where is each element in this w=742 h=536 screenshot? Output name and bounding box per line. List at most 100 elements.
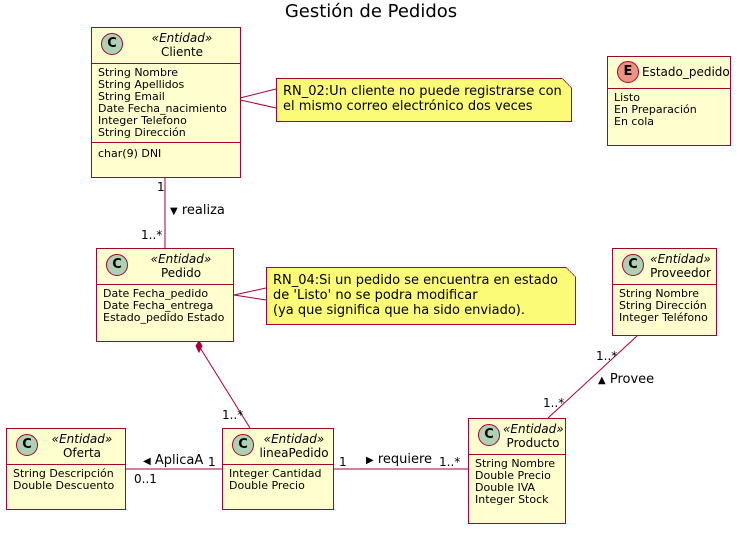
enum-name: Estado_pedido	[642, 65, 730, 79]
attribute-list: Date Fecha_pedido Date Fecha_entrega Est…	[97, 285, 233, 327]
class-proveedor-header: C «Entidad» Proveedor	[613, 249, 716, 285]
class-icon: C	[232, 434, 254, 456]
class-icon: C	[101, 33, 123, 55]
relation-name: requiere	[377, 452, 433, 467]
attribute-list: String Nombre String Dirección Integer T…	[613, 285, 716, 327]
method: char(9) DNI	[98, 147, 162, 160]
stereotype: «Entidad»	[263, 432, 325, 446]
note-rn02-connector	[235, 88, 277, 109]
enum-icon: E	[617, 61, 639, 83]
multiplicity-label: 1	[339, 455, 347, 469]
class-lineapedido-header: C «Entidad» lineaPedido	[223, 429, 333, 465]
enum-value: Listo	[614, 91, 640, 104]
multiplicity-label: 1..*	[439, 455, 461, 469]
relation-name: Provee	[609, 372, 655, 387]
stereotype: «Entidad»	[650, 252, 711, 266]
class-icon: C	[16, 434, 38, 456]
attribute: Integer Stock	[475, 493, 549, 506]
attribute-list: String Nombre Double Precio Double IVA I…	[469, 455, 565, 509]
attribute: Double Precio	[475, 469, 551, 482]
direction-arrow-icon: ▲	[598, 375, 606, 386]
attribute: Estado_pedido Estado	[103, 311, 225, 324]
attribute: Integer Teléfono	[619, 311, 708, 324]
relation-provee-label: ▲ Provee	[598, 372, 654, 387]
relation-name: AplicaA	[154, 453, 204, 468]
class-name: Proveedor	[650, 266, 711, 280]
edge-pedido-lineapedido	[198, 345, 251, 429]
attribute: String Apellidos	[98, 78, 185, 91]
stereotype: «Entidad»	[151, 31, 213, 45]
stereotype: «Entidad»	[503, 422, 564, 436]
attribute: Double Descuento	[13, 479, 115, 492]
direction-arrow-icon: ▼	[170, 206, 178, 217]
enum-value: En cola	[614, 115, 654, 128]
method-list: char(9) DNI	[92, 142, 240, 163]
relation-realiza-label: ▼ realiza	[170, 203, 225, 218]
class-icon: C	[622, 254, 644, 276]
multiplicity-label: 1..*	[543, 396, 565, 410]
stereotype: «Entidad»	[51, 432, 113, 446]
relation-requiere-label: ▶ requiere	[366, 452, 432, 467]
enum-estado-pedido-header: E Estado_pedido	[608, 57, 730, 89]
attribute: Integer Telefono	[98, 114, 187, 127]
note-line: RN_04:Si un pedido se encuentra en estad…	[273, 273, 558, 288]
attribute: String Nombre	[475, 457, 556, 470]
attribute: Date Fecha_nacimiento	[98, 102, 227, 115]
direction-arrow-icon: ◀	[143, 456, 151, 467]
class-producto-header: C «Entidad» Producto	[469, 419, 565, 455]
diagram-title: Gestión de Pedidos	[284, 1, 458, 22]
attribute: String Email	[98, 90, 165, 103]
class-name: Producto	[506, 436, 560, 450]
attribute: String Descripción	[13, 467, 114, 480]
multiplicity-label: 1..*	[141, 228, 163, 242]
class-name: Pedido	[160, 266, 202, 280]
class-name: Oferta	[62, 446, 102, 460]
class-cliente[interactable]: C «Entidad» Cliente String Nombre String…	[91, 27, 241, 178]
stereotype: «Entidad»	[150, 252, 212, 266]
enum-values: Listo En Preparación En cola	[608, 89, 730, 131]
attribute: String Nombre	[619, 287, 700, 300]
direction-arrow-icon: ▶	[366, 455, 374, 466]
attribute: String Dirección	[619, 299, 707, 312]
note-line: RN_02:Un cliente no puede registrarse co…	[283, 84, 562, 99]
multiplicity-label: 1..*	[596, 349, 618, 363]
attribute: Integer Cantidad	[229, 467, 322, 480]
attribute: String Dirección	[98, 126, 186, 139]
class-icon: C	[478, 424, 500, 446]
multiplicity-label: 0..1	[134, 472, 157, 486]
attribute: Double IVA	[475, 481, 536, 494]
attribute: Double Precio	[229, 479, 305, 492]
note-rn02[interactable]: RN_02:Un cliente no puede registrarse co…	[276, 78, 572, 122]
class-lineapedido[interactable]: C «Entidad» lineaPedido Integer Cantidad…	[222, 428, 334, 510]
class-oferta[interactable]: C «Entidad» Oferta String Descripción Do…	[6, 428, 126, 510]
class-pedido-header: C «Entidad» Pedido	[97, 249, 233, 285]
class-icon: C	[106, 254, 128, 276]
attribute: Date Fecha_pedido	[103, 287, 209, 300]
class-name: lineaPedido	[259, 446, 329, 460]
note-rn04-connector	[233, 287, 267, 301]
class-oferta-header: C «Entidad» Oferta	[7, 429, 125, 465]
note-line: (ya que significa que ha sido enviado).	[273, 303, 526, 318]
class-proveedor[interactable]: C «Entidad» Proveedor String Nombre Stri…	[612, 248, 717, 336]
enum-estado-pedido[interactable]: E Estado_pedido Listo En Preparación En …	[607, 56, 731, 146]
attribute-list: Integer Cantidad Double Precio	[223, 465, 333, 495]
class-cliente-header: C «Entidad» Cliente	[92, 28, 240, 64]
multiplicity-label: 1..*	[222, 408, 244, 422]
class-name: Cliente	[160, 45, 204, 59]
attribute-list: String Nombre String Apellidos String Em…	[92, 64, 240, 142]
edge-proveedor-producto	[547, 335, 638, 419]
enum-value: En Preparación	[614, 103, 697, 116]
attribute: Date Fecha_entrega	[103, 299, 214, 312]
attribute-list: String Descripción Double Descuento	[7, 465, 125, 495]
relation-aplica-label: ◀ AplicaA	[143, 453, 203, 468]
note-rn04[interactable]: RN_04:Si un pedido se encuentra en estad…	[266, 267, 576, 325]
note-line: de 'Listo' no se podra modificar	[273, 288, 478, 303]
multiplicity-label: 1	[157, 180, 165, 194]
class-producto[interactable]: C «Entidad» Producto String Nombre Doubl…	[468, 418, 566, 524]
note-line: el mismo correo electrónico dos veces	[283, 99, 533, 114]
attribute: String Nombre	[98, 66, 179, 79]
class-pedido[interactable]: C «Entidad» Pedido Date Fecha_pedido Dat…	[96, 248, 234, 342]
relation-name: realiza	[181, 203, 225, 218]
multiplicity-label: 1	[208, 455, 216, 469]
